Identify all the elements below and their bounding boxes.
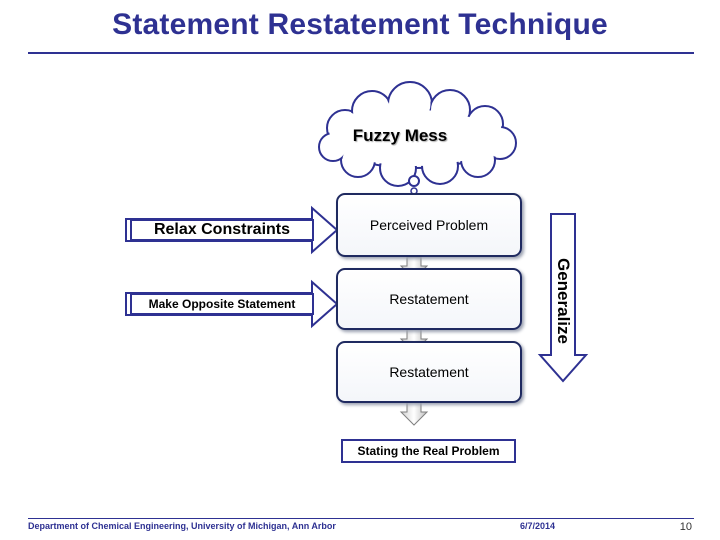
footer-date: 6/7/2014 [520,521,556,531]
restatement-box-1: Restatement [336,268,522,330]
generalize-arrow-shape [537,213,589,383]
relax-constraints-label: Relax Constraints [130,219,314,241]
page-number: 10 [679,521,692,533]
stating-real-problem-box: Stating the Real Problem [341,439,516,463]
slide-title: Statement Restatement Technique [112,8,608,41]
fuzzy-mess-label: Fuzzy Mess [352,126,448,145]
generalize-label: Generalize [554,258,573,344]
perceived-problem-box: Perceived Problem [336,193,522,257]
footer-department: Department of Chemical Engineering, Univ… [28,521,336,531]
footer-divider [28,518,694,519]
restatement-box-2: Restatement [336,341,522,403]
make-opposite-statement-label: Make Opposite Statement [130,293,314,315]
title-underline [28,52,694,54]
down-arrow-3 [399,401,429,426]
thought-bubble-large [408,175,420,187]
